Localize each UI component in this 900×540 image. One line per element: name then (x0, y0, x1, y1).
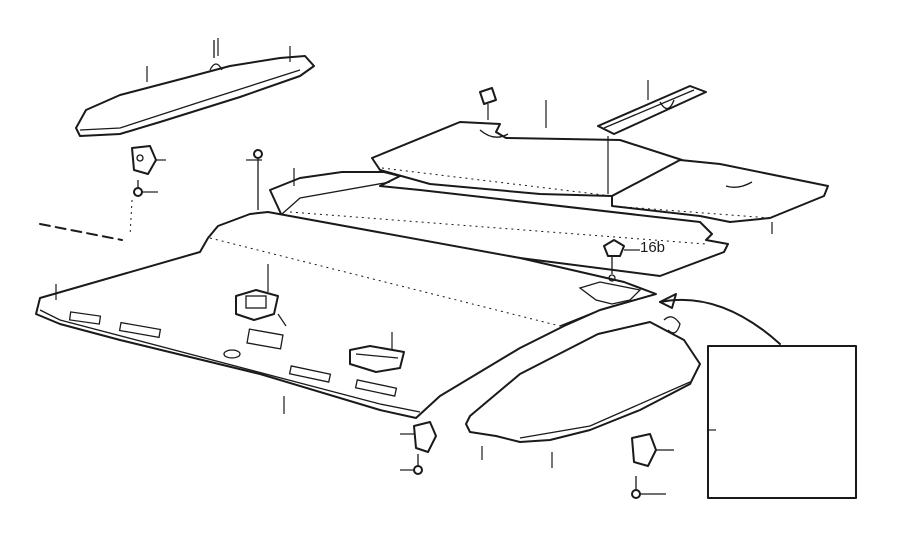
floor-slots (68, 311, 398, 397)
floor-insert-left (235, 289, 279, 321)
left-bracket (131, 145, 157, 175)
right-side-panel (465, 316, 701, 443)
left-side-panel (75, 40, 315, 137)
rear-clip (479, 87, 497, 105)
rear-floor-panel (371, 121, 683, 197)
clip-16b (603, 239, 625, 282)
lower-bracket (413, 421, 437, 453)
inset-arrow (659, 293, 781, 345)
right-bracket (631, 433, 657, 467)
connector-dashes (39, 223, 123, 241)
left-screw (133, 180, 143, 197)
inset-frame (707, 345, 857, 499)
callout-16b: 16b (640, 239, 665, 256)
cargo-floor (35, 211, 657, 419)
floor-insert-right (349, 345, 405, 373)
lower-screw (413, 454, 423, 475)
torn-section (578, 281, 642, 305)
rear-rail (597, 85, 707, 135)
right-rear-panel (611, 159, 829, 223)
right-screw (631, 476, 641, 499)
center-screw (253, 149, 263, 210)
